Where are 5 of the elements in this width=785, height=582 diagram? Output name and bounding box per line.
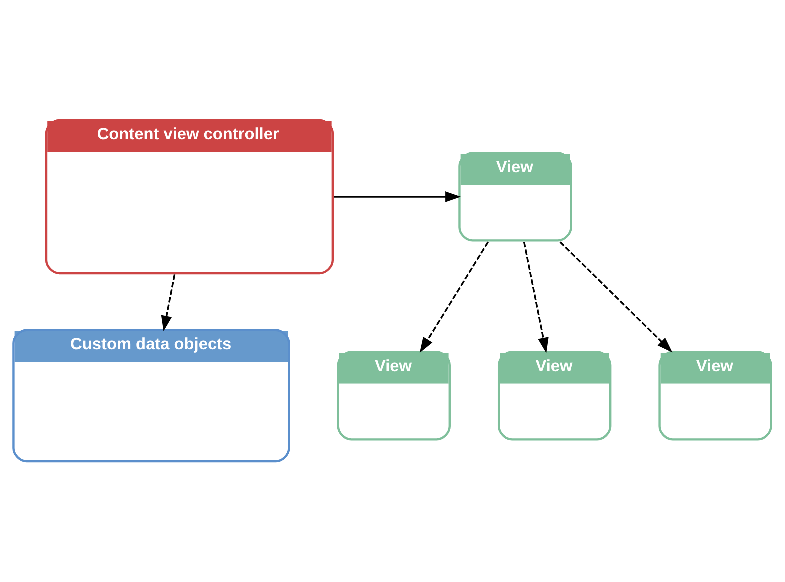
arrow — [334, 192, 462, 202]
arrow — [161, 274, 176, 332]
arrow — [560, 242, 673, 353]
arrow — [420, 242, 489, 354]
arrow — [523, 242, 549, 354]
